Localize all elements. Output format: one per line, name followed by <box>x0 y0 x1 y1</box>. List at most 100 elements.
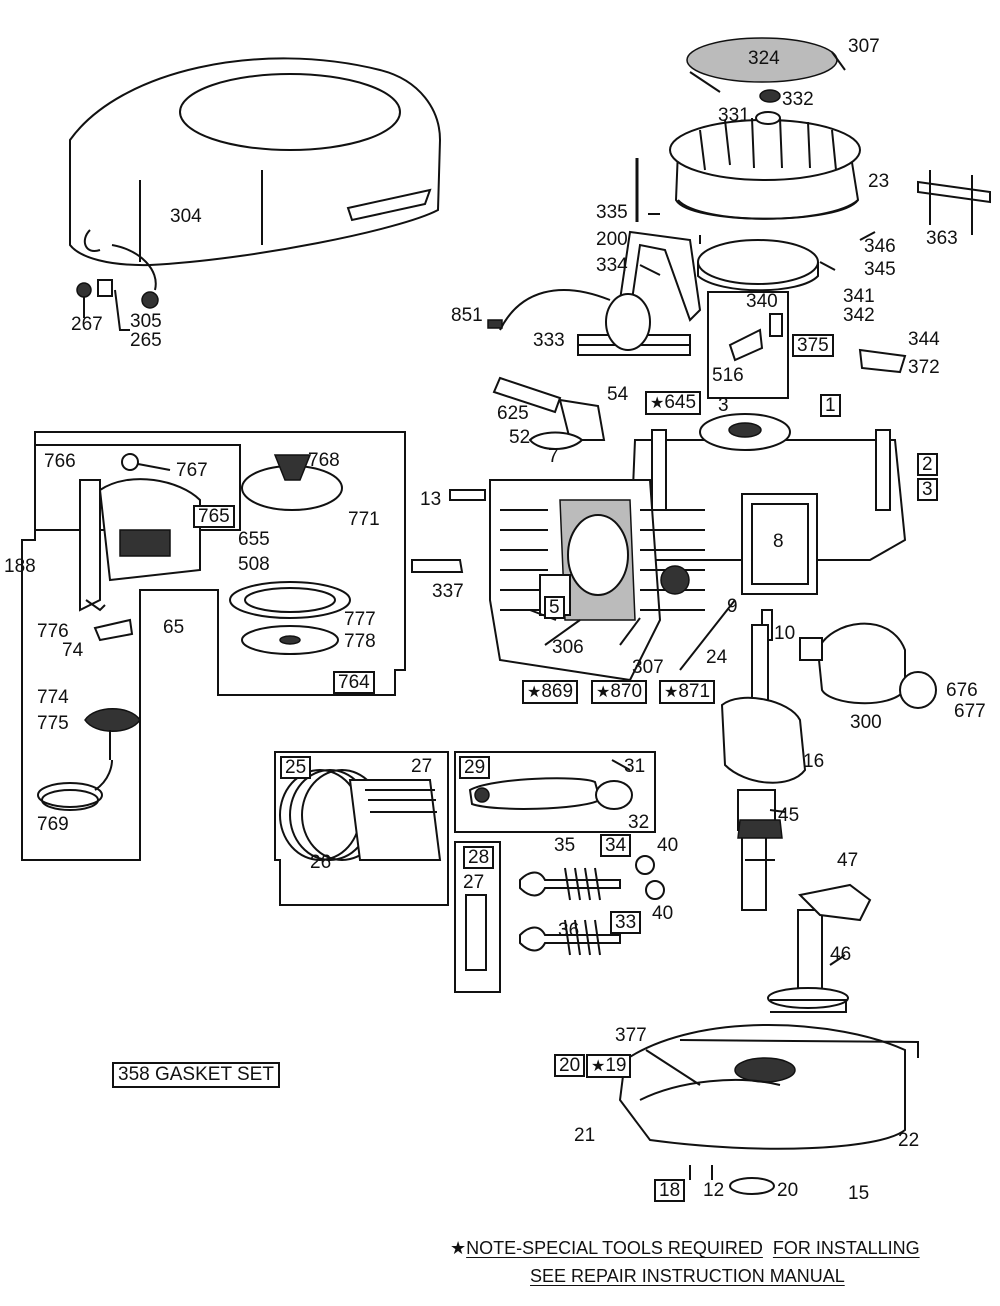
part-label-776: 776 <box>37 621 69 642</box>
note-text-b: FOR INSTALLING <box>772 1238 920 1258</box>
part-label-344: 344 <box>908 329 940 350</box>
part-label-3-box: 3 <box>917 478 938 501</box>
part-label-769: 769 <box>37 814 69 835</box>
note-star: ★ <box>450 1238 467 1258</box>
gasket-set-label: 358 GASKET SET <box>112 1062 280 1088</box>
part-label-377: 377 <box>615 1025 647 1046</box>
part-label-19: 19 <box>586 1054 632 1078</box>
ignition-parts <box>487 158 702 356</box>
part-label-16: 16 <box>803 751 825 772</box>
part-label-40: 40 <box>657 835 679 856</box>
part-label-7: 7 <box>548 446 559 467</box>
part-label-24: 24 <box>706 647 728 668</box>
part-label-363: 363 <box>926 228 958 249</box>
part-label-516: 516 <box>712 365 744 386</box>
part-label-1: 1 <box>820 394 841 417</box>
part-label-777: 777 <box>344 609 376 630</box>
part-label-333: 333 <box>533 330 565 351</box>
part-label-46: 46 <box>830 944 852 965</box>
part-label-345: 345 <box>864 259 896 280</box>
box-340-375 <box>707 291 789 399</box>
bracket-363 <box>917 170 991 235</box>
part-label-267: 267 <box>71 314 103 335</box>
part-label-27: 27 <box>411 756 433 777</box>
part-label-3: 3 <box>718 395 729 416</box>
clip-372 <box>858 348 907 374</box>
part-label-778: 778 <box>344 631 376 652</box>
part-label-25: 25 <box>280 756 312 779</box>
part-label-774: 774 <box>37 687 69 708</box>
part-label-29: 29 <box>459 756 491 779</box>
part-label-52: 52 <box>509 427 531 448</box>
part-label-305: 305 <box>130 311 162 332</box>
part-label-765: 765 <box>193 505 235 528</box>
part-label-54: 54 <box>607 384 629 405</box>
part-label-10: 10 <box>774 623 796 644</box>
part-label-74: 74 <box>62 640 84 661</box>
part-label-5: 5 <box>544 596 565 619</box>
part-label-346: 346 <box>864 236 896 257</box>
part-label-265: 265 <box>130 330 162 351</box>
plate-345 <box>697 239 819 292</box>
part-label-34: 34 <box>600 834 632 857</box>
part-label-27-b: 27 <box>463 872 485 893</box>
part-label-307: 307 <box>848 36 880 57</box>
part-label-26: 26 <box>310 852 332 873</box>
part-label-33: 33 <box>610 911 642 934</box>
starter-box-764 <box>21 431 406 861</box>
muffler-300 <box>799 622 937 709</box>
part-label-767: 767 <box>176 460 208 481</box>
part-label-23: 23 <box>868 171 890 192</box>
rod-box-29 <box>454 751 656 833</box>
crankshaft-16 <box>720 624 807 911</box>
part-label-28: 28 <box>463 846 495 869</box>
part-label-306: 306 <box>552 637 584 658</box>
part-label-766: 766 <box>44 451 76 472</box>
part-label-8: 8 <box>773 531 784 552</box>
part-label-676: 676 <box>946 680 978 701</box>
part-label-342: 342 <box>843 305 875 326</box>
part-label-12: 12 <box>703 1180 725 1201</box>
part-label-35: 35 <box>554 835 576 856</box>
part-label-22: 22 <box>898 1130 920 1151</box>
part-label-340: 340 <box>746 291 778 312</box>
part-label-771: 771 <box>348 509 380 530</box>
crankcase-block <box>411 413 907 682</box>
part-label-13: 13 <box>420 489 442 510</box>
air-cleaner-flywheel <box>669 37 861 220</box>
part-label-2: 2 <box>917 453 938 476</box>
housing-hardware <box>76 244 159 331</box>
sump-base-18 <box>618 1024 919 1195</box>
part-label-655: 655 <box>238 529 270 550</box>
camshaft-46 <box>767 883 872 1013</box>
note-text-2: SEE REPAIR INSTRUCTION MANUAL <box>530 1266 845 1286</box>
part-label-31: 31 <box>624 756 646 777</box>
part-label-45: 45 <box>778 805 800 826</box>
part-label-324: 324 <box>748 48 780 69</box>
part-label-335: 335 <box>596 202 628 223</box>
part-label-869: 869 <box>522 680 579 704</box>
part-label-15: 15 <box>848 1183 870 1204</box>
part-label-372: 372 <box>908 357 940 378</box>
part-label-851: 851 <box>451 305 483 326</box>
part-label-768: 768 <box>308 450 340 471</box>
part-label-341: 341 <box>843 286 875 307</box>
part-label-677: 677 <box>954 701 986 722</box>
part-label-871: 871 <box>659 680 716 704</box>
part-label-625: 625 <box>497 403 529 424</box>
part-label-47: 47 <box>837 850 859 871</box>
part-label-200: 200 <box>596 229 628 250</box>
part-label-40-b: 40 <box>652 903 674 924</box>
part-label-20-b: 20 <box>777 1180 799 1201</box>
part-label-337: 337 <box>432 581 464 602</box>
part-label-307-b: 307 <box>632 657 664 678</box>
part-label-65: 65 <box>163 617 185 638</box>
part-label-21: 21 <box>574 1125 596 1146</box>
part-label-331: 331 <box>718 105 750 126</box>
leader-lines <box>529 213 876 1180</box>
part-label-36: 36 <box>558 920 580 941</box>
wristpin-box-28 <box>454 841 501 993</box>
part-label-188: 188 <box>4 556 36 577</box>
